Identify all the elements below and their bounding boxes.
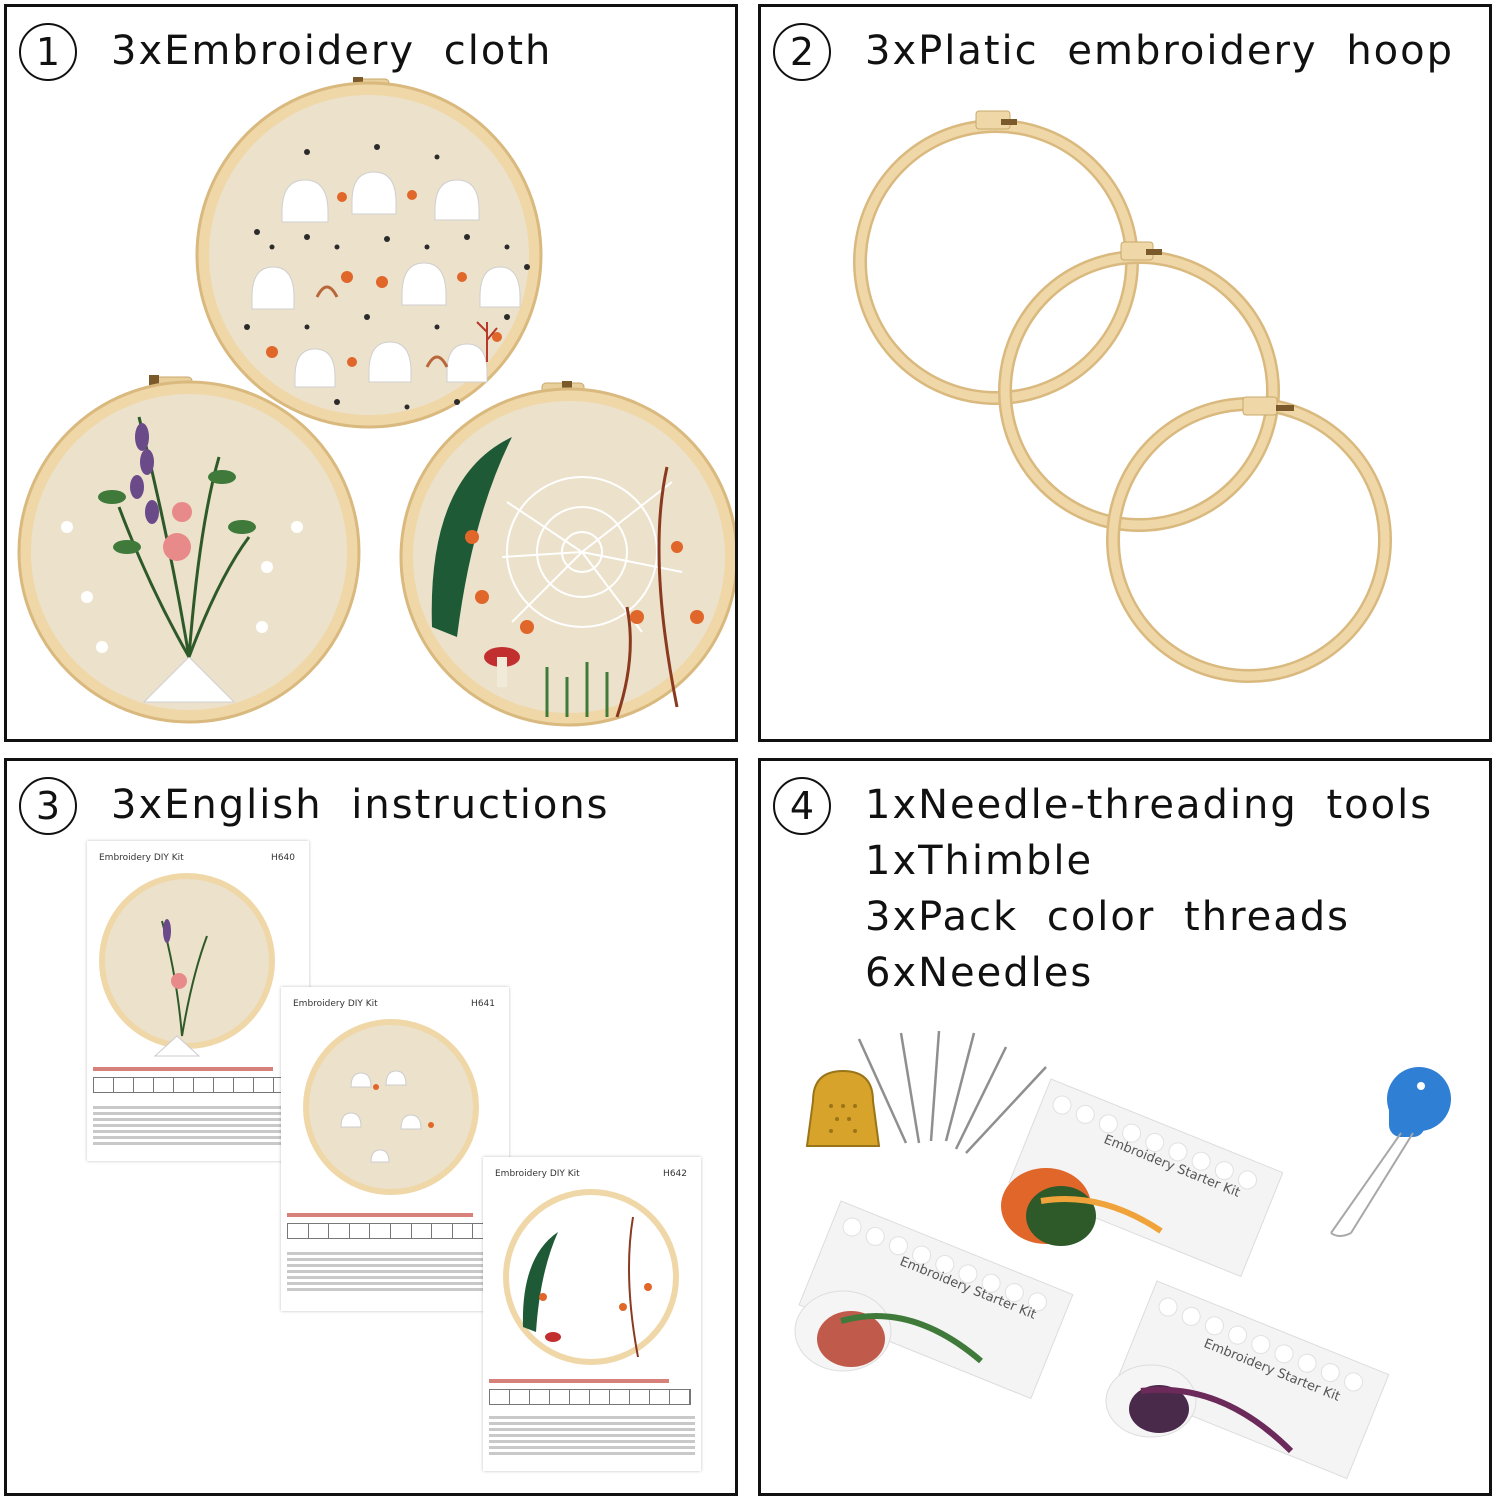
thimble-icon xyxy=(805,1069,881,1147)
panel-4-line-3: 3xPack color threads xyxy=(865,894,1350,940)
panel-tools: 4 1xNeedle-threading tools 1xThimble 3xP… xyxy=(758,758,1492,1496)
panel-1-line-1: 3xEmbroidery cloth xyxy=(111,28,553,74)
step-number-3: 3 xyxy=(19,777,77,835)
sheet-header: Embroidery DIY Kit xyxy=(495,1169,580,1179)
thread-bundle-2 xyxy=(794,1290,983,1372)
step-number-2: 2 xyxy=(773,23,831,81)
instruction-sheet-h642: Embroidery DIY Kit H642 xyxy=(483,1157,701,1471)
sheet-header: Embroidery DIY Kit xyxy=(99,853,184,863)
panel-4-line-2: 1xThimble xyxy=(865,838,1094,884)
sheet-code: H642 xyxy=(663,1169,687,1179)
thread-bundle-1 xyxy=(1001,1168,1163,1246)
thread-card-3 xyxy=(1114,1280,1390,1480)
instruction-sheet-h641: Embroidery DIY Kit H641 xyxy=(281,987,509,1311)
hoop-2 xyxy=(998,241,1280,532)
panel-2-title: 3xPlatic embroidery hoop xyxy=(865,23,1454,79)
panel-4-title: 1xNeedle-threading tools 1xThimble 3xPac… xyxy=(865,777,1433,1001)
sheet-pattern-ghosts xyxy=(303,1019,479,1195)
hoop-3 xyxy=(1106,396,1392,683)
step-number-4: 4 xyxy=(773,777,831,835)
sheet-code: H640 xyxy=(271,853,295,863)
panel-embroidery-hoop: 2 3xPlatic embroidery hoop xyxy=(758,4,1492,742)
panel-1-title: 3xEmbroidery cloth xyxy=(111,23,552,79)
thread-card-2 xyxy=(798,1200,1074,1400)
tools-illustration xyxy=(794,1030,1451,1480)
embroidery-cloth-illustration xyxy=(17,77,735,727)
panel-3-line-1: 3xEnglish instructions xyxy=(111,782,610,828)
hoop-1 xyxy=(853,110,1139,405)
ghost-hoop xyxy=(195,77,543,429)
sheet-pattern-bouquet xyxy=(99,873,275,1057)
panel-4-line-4: 6xNeedles xyxy=(865,950,1094,996)
panel-4-line-1: 1xNeedle-threading tools xyxy=(865,782,1434,828)
sheet-pattern-web xyxy=(503,1189,679,1365)
panel-3-title: 3xEnglish instructions xyxy=(111,777,610,833)
instruction-sheet-h640: Embroidery DIY Kit H640 xyxy=(87,841,309,1161)
step-number-1: 1 xyxy=(19,23,77,81)
needle-threader-icon xyxy=(1330,1067,1451,1237)
needles-icon xyxy=(857,1030,1047,1154)
web-hoop xyxy=(399,381,735,727)
bouquet-hoop xyxy=(17,375,361,724)
panel-embroidery-cloth: 1 3xEmbroidery cloth xyxy=(4,4,738,742)
hoops-illustration xyxy=(853,110,1392,683)
sheet-code: H641 xyxy=(471,999,495,1009)
panel-2-line-1: 3xPlatic embroidery hoop xyxy=(865,28,1455,74)
panel-english-instructions: 3 3xEnglish instructions Embroidery DIY … xyxy=(4,758,738,1496)
sheet-header: Embroidery DIY Kit xyxy=(293,999,378,1009)
thread-card-1 xyxy=(1008,1078,1284,1278)
thread-bundle-3 xyxy=(1105,1364,1294,1454)
